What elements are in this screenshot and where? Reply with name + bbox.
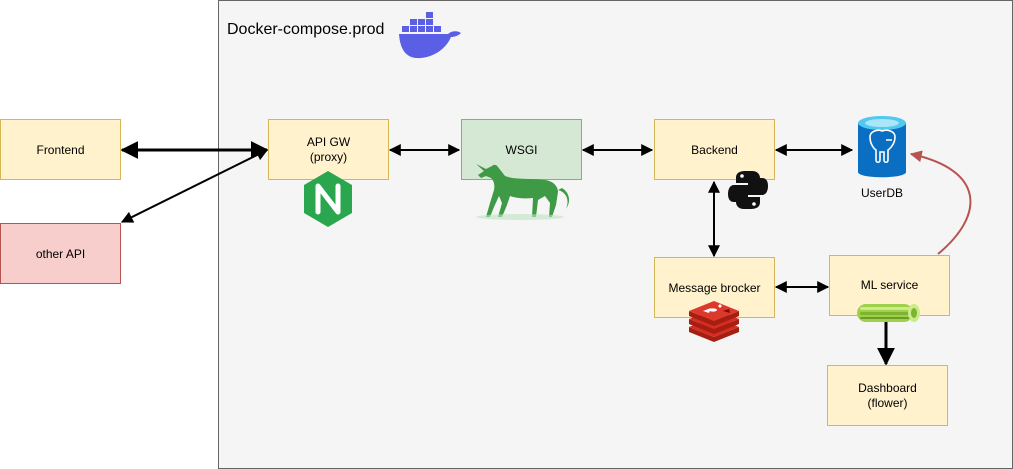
ml-service-label: ML service: [861, 278, 919, 292]
gunicorn-unicorn-icon: [476, 164, 570, 220]
dashboard-node[interactable]: Dashboard (flower): [827, 365, 948, 426]
container-title: Docker-compose.prod: [227, 21, 384, 38]
postgresql-database-icon: [858, 116, 906, 178]
edge-ml-userdb: [909, 150, 972, 255]
message-broker-label: Message brocker: [668, 281, 760, 295]
api-gw-label-line1: API GW: [307, 135, 351, 149]
celery-icon: [857, 304, 920, 322]
userdb-label: UserDB: [861, 186, 903, 200]
redis-icon: [689, 301, 739, 342]
backend-node[interactable]: Backend: [654, 119, 775, 180]
dashboard-label-line2: (flower): [867, 396, 907, 410]
api-gw-label-line2: (proxy): [310, 150, 347, 164]
backend-label: Backend: [691, 143, 738, 157]
userdb-node[interactable]: UserDB: [858, 116, 906, 200]
frontend-label: Frontend: [36, 143, 84, 157]
edge-otherapi-apigw: [120, 149, 269, 223]
other-api-label: other API: [36, 247, 85, 261]
frontend-node[interactable]: Frontend: [0, 119, 121, 180]
python-icon: [728, 171, 768, 209]
other-api-node[interactable]: other API: [0, 223, 121, 284]
docker-whale-icon: [399, 12, 461, 59]
docker-compose-container[interactable]: Docker-compose.prod: [218, 0, 1013, 469]
wsgi-label: WSGI: [506, 143, 538, 157]
nginx-icon: [304, 171, 352, 227]
dashboard-label-line1: Dashboard: [858, 381, 917, 395]
wsgi-node[interactable]: WSGI: [461, 119, 582, 180]
api-gw-node[interactable]: API GW (proxy): [268, 119, 389, 180]
edges: [120, 141, 972, 366]
